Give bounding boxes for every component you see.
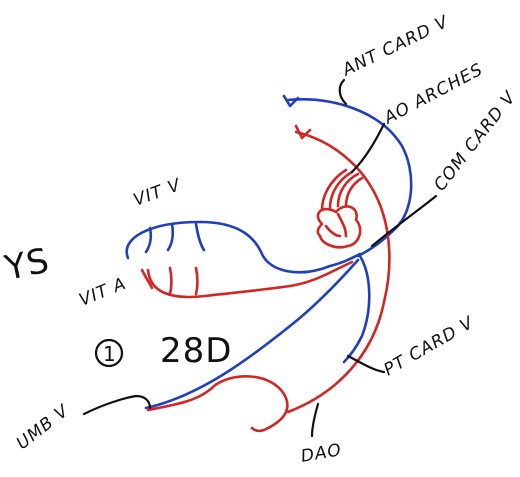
aortic-arch-3 [338,174,358,206]
label-ant-card-v: ANT CARD V [339,12,453,81]
stage-badge: 1 [96,340,122,366]
label-ys: YS [1,240,54,289]
vitelline-vessels [127,222,360,297]
leader-ant-card-v [340,80,346,104]
label-ao-arches: AO ARCHES [380,60,487,129]
label-pt-card-v: PT CARD V [381,313,478,381]
label-umb-v: UMB V [13,401,74,454]
label-stage: 28D [160,331,232,371]
heart-fold-1 [326,226,340,236]
vitelline-artery-branch-2 [170,268,172,294]
label-vit-a: VIT A [76,274,129,311]
labels: YS VIT V VIT A 1 28D COM CARD V ANT CARD… [1,12,520,467]
vitelline-artery-loop [148,262,352,297]
vitelline-vein-loop [127,222,360,272]
label-vit-v: VIT V [131,175,184,211]
label-com-card-v: COM CARD V [430,87,520,195]
stage-number: 1 [103,342,117,366]
leader-dao [312,404,318,436]
label-dao: DAO [299,440,343,467]
vitelline-vein-branch-3 [196,224,204,250]
leader-umb-v [84,396,150,414]
leader-lines [84,80,436,436]
leader-com-card-v [372,196,436,246]
leader-pt-card-v [348,356,384,372]
heart-fold-2 [338,214,346,236]
vitelline-vein-branch-2 [168,224,173,250]
leader-ao-arches [352,124,384,172]
vitelline-artery-branch-3 [196,268,198,294]
heart-tube [318,206,360,247]
heart-region [318,170,362,247]
umbilical-artery [148,376,287,430]
